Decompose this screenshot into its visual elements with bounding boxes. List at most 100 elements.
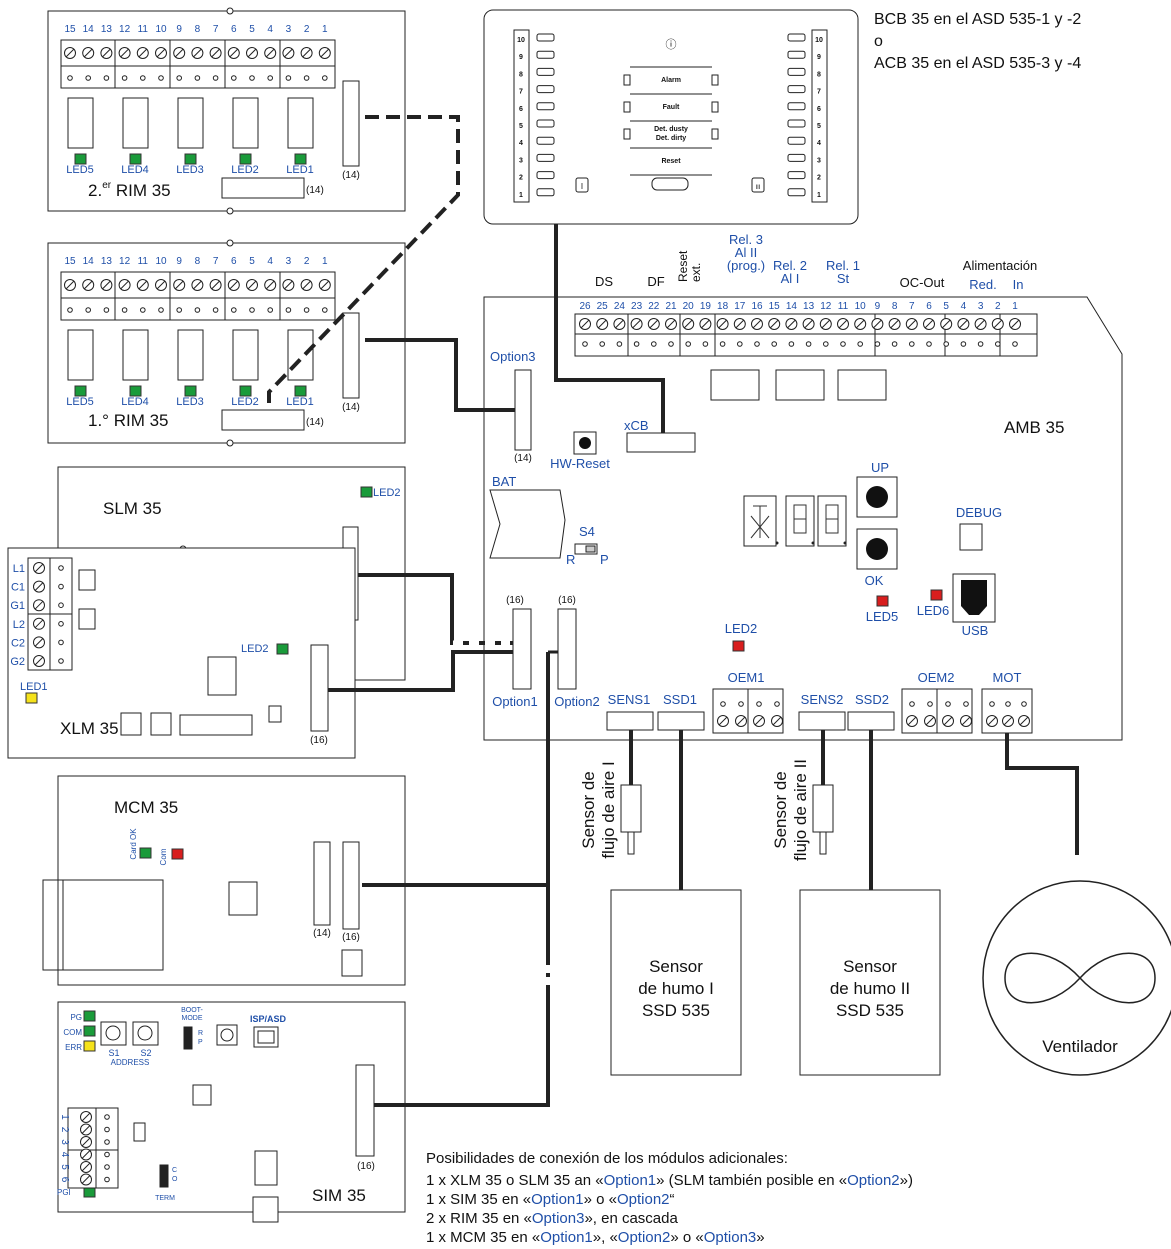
amb-terminal-hole	[685, 341, 692, 347]
amb-screw-terminal	[768, 318, 781, 330]
bcb-reset-button	[651, 177, 689, 191]
rim-screw-terminal	[100, 279, 113, 291]
sim-component	[192, 1084, 212, 1106]
amb-screw-terminal	[905, 318, 918, 330]
rim-screw-terminal	[136, 279, 149, 291]
amb-relay	[837, 369, 887, 401]
ok-button-dot	[866, 538, 888, 560]
amb-screw-terminal	[665, 318, 677, 330]
bcb-right-number: 4	[817, 140, 821, 147]
rim-terminal-hole	[194, 307, 201, 313]
xlm-relay	[78, 569, 96, 591]
oem-screw	[771, 715, 783, 727]
bcb-left-strip	[513, 29, 530, 203]
amb-screw-terminal	[940, 318, 953, 330]
rim-screw-terminal	[264, 279, 277, 291]
usb-label: USB	[962, 623, 989, 638]
amb-terminal-number: 21	[665, 301, 677, 312]
rim-terminal-number: 6	[231, 24, 237, 35]
bcb-indicator-led	[711, 128, 719, 140]
debug-connector	[959, 523, 983, 551]
xlm-screw	[33, 580, 45, 593]
mcm-connector-14	[313, 841, 331, 926]
wire-bcb-to-xcb	[554, 224, 665, 433]
rim-terminal-number: 5	[249, 256, 255, 267]
segment-eight	[825, 504, 839, 534]
svg-text:Rel. 2: Rel. 2	[773, 258, 807, 273]
sim-chip	[254, 1150, 278, 1186]
sim-led	[83, 1040, 96, 1052]
slm-led2	[360, 486, 373, 498]
xlm-hole	[58, 621, 64, 627]
mot-hole	[1005, 701, 1011, 707]
bcb-left-number: 1	[519, 192, 523, 199]
amb-terminal-hole	[823, 341, 829, 347]
svg-text:OC-Out: OC-Out	[900, 275, 945, 290]
debug-label: DEBUG	[956, 505, 1002, 520]
mcm-connector-16	[342, 841, 360, 930]
slm-led2-label: LED2	[373, 487, 401, 499]
air-flow-sensor-body	[812, 784, 834, 833]
smoke-sensor-1-box	[610, 889, 742, 1076]
amb-terminal-number: 10	[855, 301, 867, 312]
amb-screw-terminal	[751, 318, 763, 330]
oem-hole	[927, 701, 933, 707]
bcb-left-number: 3	[519, 157, 523, 164]
rim-terminal-number: 15	[64, 24, 76, 35]
rim-terminal-hole	[67, 307, 73, 313]
xlm-component	[179, 714, 253, 736]
oem-hole	[909, 701, 915, 707]
bcb-right-number: 5	[817, 123, 821, 130]
relay	[287, 329, 314, 381]
bcb-indicator-led	[623, 101, 631, 113]
svg-text:Sensor: Sensor	[649, 957, 703, 976]
xlm-terminal-label: L1	[13, 563, 25, 575]
air-flow-sensor-label: flujo de aire II	[791, 759, 810, 861]
rim-bottom-connector	[221, 177, 305, 199]
xlm-led1	[25, 692, 38, 704]
sim-terminal-label: 1	[59, 1114, 70, 1120]
sim-terminal-label: 3	[59, 1139, 70, 1145]
mcm-led-com	[171, 848, 184, 860]
rim-terminal-hole	[176, 307, 182, 313]
rim-terminal-number: 6	[231, 256, 237, 267]
bcb-left-led	[536, 188, 555, 197]
amb-terminal-number: 8	[892, 301, 898, 312]
sim-hole	[104, 1139, 110, 1145]
sim-term-label: TERM	[155, 1195, 175, 1202]
bcb-right-number: 9	[817, 54, 821, 61]
smoke-sensor-2-box	[799, 889, 941, 1076]
amb-terminal-number: 24	[614, 301, 626, 312]
bcb-indicator-led	[711, 74, 719, 86]
amb-terminal-header: DS	[595, 274, 613, 289]
rim-screw-terminal	[155, 279, 167, 291]
air-flow-sensor-label: Sensor de	[771, 771, 790, 849]
sim-led-label: PG	[70, 1013, 82, 1022]
amb-relay	[710, 369, 760, 401]
rim-screw-terminal	[191, 47, 204, 59]
rim-terminal-hole	[67, 75, 73, 81]
rim-screw-terminal	[191, 279, 204, 291]
hw-reset-label: HW-Reset	[550, 456, 610, 471]
amb-terminal-number: 14	[786, 301, 798, 312]
up-button-dot	[866, 486, 888, 508]
rim-terminal-hole	[285, 75, 292, 81]
bcb-button-label: Fault	[663, 104, 680, 111]
sim-terminal-label: 5	[59, 1164, 70, 1170]
relay	[177, 97, 204, 149]
amb-screw-terminal	[785, 318, 798, 330]
amb-terminal-hole	[909, 341, 915, 347]
rim-screw-terminal	[300, 47, 313, 59]
sim-terminal-block	[67, 1107, 119, 1189]
up-label: UP	[871, 460, 889, 475]
amb-terminal-hole	[926, 341, 932, 347]
rim-terminal-hole	[194, 75, 201, 81]
led5-indicator	[876, 595, 889, 607]
air-flow-sensor-label: Sensor de	[579, 771, 598, 849]
fan-circle	[982, 880, 1171, 1076]
option1-connector	[512, 608, 532, 690]
bcb-left-number: 8	[519, 71, 523, 78]
rim-terminal-number: 8	[195, 256, 201, 267]
rim-terminal-number: 13	[101, 24, 113, 35]
rim-led-label: LED1	[286, 164, 314, 176]
